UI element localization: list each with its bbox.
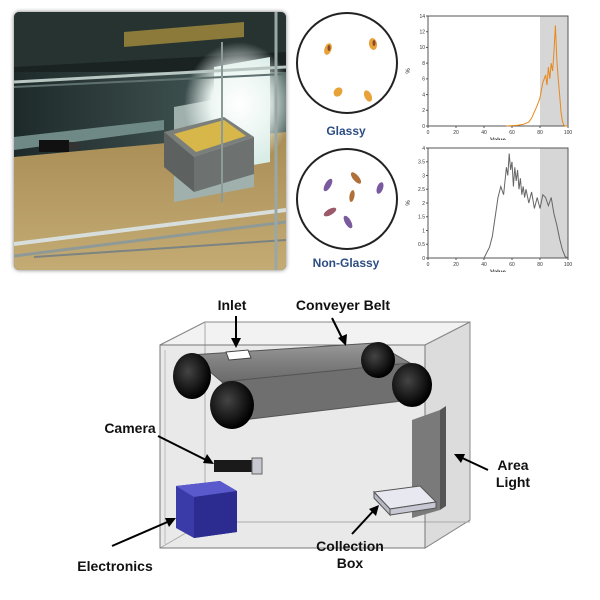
area-light-label-line1: Area	[497, 457, 529, 473]
x-tick-label: 80	[537, 262, 543, 268]
shaded-region	[540, 16, 568, 126]
glassy-label: Glassy	[326, 124, 366, 138]
x-tick-label: 100	[564, 130, 573, 136]
roller-back-left	[173, 353, 211, 399]
shaded-region	[540, 148, 568, 258]
y-tick-label: 2	[422, 201, 425, 207]
y-tick-label: 4	[422, 92, 425, 98]
roller-front-left	[210, 381, 254, 429]
inlet-label: Inlet	[217, 297, 247, 313]
y-tick-label: 1.5	[418, 215, 425, 221]
glassy-kernels	[324, 38, 378, 102]
y-tick-label: 3	[422, 173, 425, 179]
conveyer-belt-label: Conveyer Belt	[295, 297, 391, 313]
x-tick-label: 0	[427, 130, 430, 136]
y-tick-label: 2	[422, 108, 425, 114]
electronics-label: Electronics	[77, 558, 153, 574]
x-tick-label: 60	[509, 130, 515, 136]
x-tick-label: 0	[427, 262, 430, 268]
x-tick-label: 20	[453, 130, 459, 136]
y-tick-label: 1	[422, 228, 425, 234]
glassy-sample-circle	[296, 12, 398, 114]
collection-box-arrow	[351, 507, 377, 535]
y-tick-label: 3.5	[418, 160, 425, 166]
y-tick-label: 4	[422, 146, 425, 152]
series-line	[483, 153, 569, 259]
electronics-arrow	[111, 519, 173, 547]
y-tick-label: 14	[419, 14, 425, 20]
collection-box-label: Collection Box	[300, 538, 400, 572]
non-glassy-kernels	[323, 172, 384, 229]
x-tick-label: 60	[509, 262, 515, 268]
x-tick-label: 20	[453, 262, 459, 268]
x-tick-label: 100	[564, 262, 573, 268]
y-tick-label: 0	[422, 256, 425, 262]
non-glassy-label: Non-Glassy	[312, 256, 380, 270]
roller-front-right	[392, 363, 432, 407]
non-glassy-sample-circle	[296, 148, 398, 250]
area-light-label-line2: Light	[495, 474, 531, 490]
y-tick-label: 10	[419, 45, 425, 51]
camera-arrow	[157, 435, 211, 463]
collection-box-label-line1: Collection	[316, 538, 384, 554]
glassy-histogram: 02040608010002468101214Value%	[404, 10, 576, 145]
y-tick-label: 12	[419, 30, 425, 36]
inlet-box	[225, 349, 252, 361]
plot-frame	[427, 15, 569, 127]
x-tick-label: 40	[481, 262, 487, 268]
area-light-label: Area Light	[478, 457, 548, 491]
camera-label: Camera	[104, 420, 156, 436]
camera-lens	[251, 457, 263, 475]
series-line	[506, 25, 568, 127]
x-tick-label: 40	[481, 130, 487, 136]
y-tick-label: 6	[422, 77, 425, 83]
x-tick-label: 80	[537, 130, 543, 136]
y-tick-label: 0	[422, 124, 425, 130]
photo-illustration	[14, 12, 286, 270]
y-axis-label: %	[406, 68, 412, 74]
glassy-histogram-svg: 02040608010002468101214Value%	[406, 14, 573, 144]
y-tick-label: 0.5	[418, 242, 425, 248]
y-axis-label: %	[406, 200, 412, 206]
inspection-box-photo	[14, 12, 286, 270]
roller-back-right	[361, 342, 395, 378]
y-tick-label: 2.5	[418, 187, 425, 193]
y-tick-label: 8	[422, 61, 425, 67]
collection-box-label-line2: Box	[336, 555, 364, 571]
camera-body	[214, 460, 252, 472]
